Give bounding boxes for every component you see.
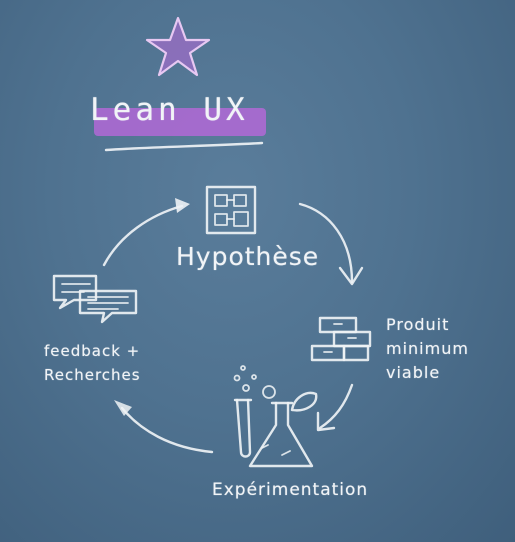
step-label-experimentation: Expérimentation bbox=[212, 480, 369, 500]
arrow-hypothesis-to-mvp bbox=[298, 202, 364, 286]
title-highlight bbox=[94, 108, 266, 136]
arrow-feedback-to-hypothesis bbox=[102, 198, 190, 267]
step-label-produit-minimum-viable: Produit minimum viable bbox=[386, 315, 469, 382]
page-title: Lean UX bbox=[90, 92, 249, 128]
arrow-mvp-to-experimentation bbox=[316, 383, 354, 432]
arrow-experimentation-to-feedback bbox=[114, 400, 214, 454]
title-underline bbox=[104, 141, 264, 152]
wireframe-icon bbox=[205, 185, 257, 235]
lab-flask-icon bbox=[233, 365, 318, 468]
stacked-boxes-icon bbox=[310, 316, 372, 362]
speech-bubbles-icon bbox=[52, 274, 138, 324]
step-label-feedback-recherches: feedback + Recherches bbox=[44, 342, 141, 384]
step-label-hypothese: Hypothèse bbox=[176, 242, 320, 271]
star-icon bbox=[145, 16, 211, 77]
